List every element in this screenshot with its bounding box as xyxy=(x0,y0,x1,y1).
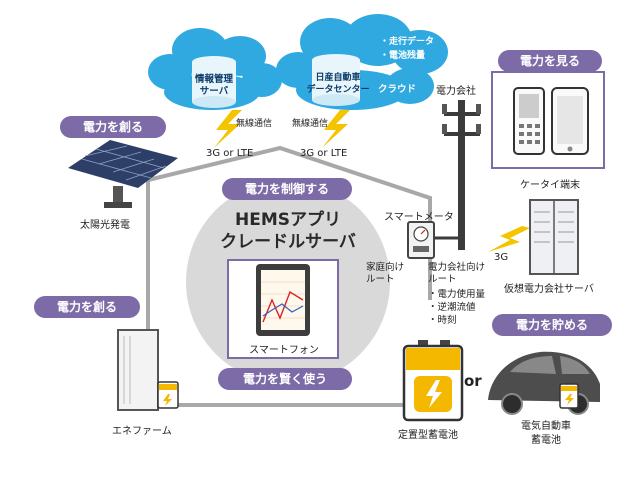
feature-phone-icon xyxy=(513,87,545,155)
mobile-label: ケータイ端末 xyxy=(520,180,580,191)
bullet-time: ・時刻 xyxy=(428,315,457,326)
pill-view: 電力を見る xyxy=(498,50,602,72)
home-route-label: 家庭向け ルート xyxy=(366,262,405,285)
power-company-label: 電力会社 xyxy=(436,86,476,97)
info-server-cloud xyxy=(148,28,282,110)
smart-meter-label: スマートメータ xyxy=(384,212,454,223)
virtual-server-label: 仮想電力会社サーバ xyxy=(504,284,594,295)
wireless-left-label: 無線通信 xyxy=(236,119,273,129)
solar-panel-icon xyxy=(68,140,178,208)
ev-label: 電気自動車 蓄電池 xyxy=(521,421,571,446)
bullet-reverse-flow: ・逆潮流値 xyxy=(428,302,476,313)
bullet-drive-data: ・走行データ xyxy=(380,37,435,47)
network-left-label: 3G or LTE xyxy=(206,148,254,159)
hems-title-line1: HEMSアプリ xyxy=(234,210,341,230)
hems-title-line2: クレードルサーバ xyxy=(220,232,356,252)
lightning-left-icon xyxy=(214,110,242,148)
or-label: or xyxy=(464,372,482,390)
ene-farm-label: エネファーム xyxy=(112,426,172,437)
solar-label: 太陽光発電 xyxy=(80,220,130,231)
info-server-label: 情報管理 サーバ xyxy=(194,74,233,97)
hems-tablet-icon xyxy=(227,259,339,359)
bullet-usage: ・電力使用量 xyxy=(428,289,486,300)
smart-meter-icon xyxy=(407,221,435,259)
ene-farm-battery-icon xyxy=(157,381,179,409)
smartphone-icon xyxy=(551,87,589,155)
stationary-battery-icon xyxy=(402,340,464,422)
ev-battery-icon xyxy=(559,383,579,409)
pill-create-bottom: 電力を創る xyxy=(34,296,140,318)
lightning-3g-icon xyxy=(488,226,530,252)
cloud-label: クラウド xyxy=(377,84,416,95)
network-right-label: 3G or LTE xyxy=(300,148,348,159)
pill-smart-use: 電力を賢く使う xyxy=(218,368,352,390)
net-3g-label: 3G xyxy=(494,252,509,263)
pill-create-top: 電力を創る xyxy=(60,116,166,138)
company-route-label: 電力会社向け ルート xyxy=(428,262,486,285)
pill-store: 電力を貯める xyxy=(492,314,612,336)
battery-label: 定置型蓄電池 xyxy=(398,430,458,441)
server-rack-icon xyxy=(529,199,579,275)
meter-wire xyxy=(432,236,463,250)
pill-control: 電力を制御する xyxy=(222,178,352,200)
smartphone-label: スマートフォン xyxy=(249,345,319,356)
nissan-dc-label: 日産自動車 データセンター xyxy=(306,73,370,95)
bullet-battery-level: ・電池残量 xyxy=(380,51,426,61)
lightning-right-icon xyxy=(322,110,350,148)
electric-car-icon xyxy=(488,351,600,415)
wireless-right-label: 無線通信 xyxy=(292,119,329,129)
nissan-cloud xyxy=(276,14,448,110)
ene-farm-icon xyxy=(117,329,159,411)
power-pole-icon xyxy=(442,100,481,250)
